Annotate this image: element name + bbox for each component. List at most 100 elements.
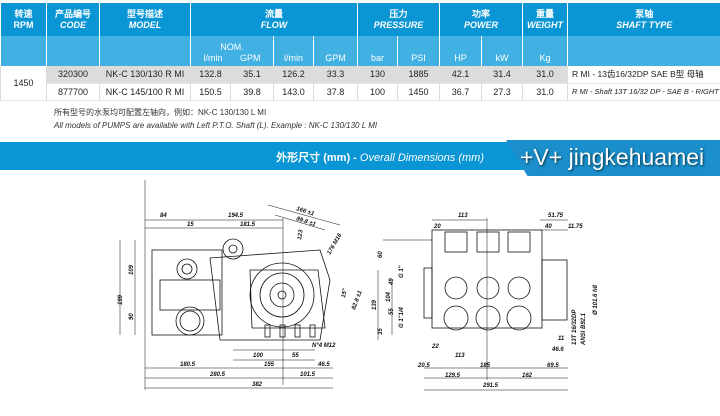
banner-title: 外形尺寸 (mm) - Overall Dimensions (mm) (276, 152, 484, 164)
rpm-value: 1450 (0, 66, 47, 101)
flow-lmin: 143.0 (273, 83, 314, 101)
flow-nom-lmin: 132.8 (190, 66, 231, 84)
svg-text:60: 60 (378, 251, 384, 258)
pressure-bar: 130 (357, 66, 398, 84)
svg-text:84: 84 (160, 213, 167, 219)
svg-text:11: 11 (558, 336, 565, 342)
flow-nom-lmin: 150.5 (190, 83, 231, 101)
unit-hp: HP (439, 36, 482, 66)
svg-text:G 1"1/4: G 1"1/4 (399, 306, 405, 328)
svg-text:ANSI B92.1: ANSI B92.1 (581, 312, 587, 346)
svg-text:104: 104 (386, 291, 392, 302)
flow-lmin: 126.2 (273, 66, 314, 84)
flow-nom-gpm: 35.1 (230, 66, 274, 84)
front-view-dims: 113 20 51.75 40 11.75 60 139 104 49 55 3… (372, 213, 599, 389)
power-hp: 36.7 (439, 83, 482, 101)
power-kw: 31.4 (481, 66, 523, 84)
svg-text:280.5: 280.5 (209, 372, 226, 378)
svg-text:35: 35 (378, 328, 384, 335)
shaft-type-en: R MI - Shaft 13T 16/32 DP - SAE B - RIGH… (567, 83, 720, 101)
svg-text:51.75: 51.75 (548, 213, 564, 219)
note-cn: 所有型号的水泵均可配置左轴向，例如：NK-C 130/130 L MI (54, 108, 267, 117)
dimension-drawings: 84 194.5 15 181.5 166 ±1 89.8 ±1 123 176… (118, 180, 599, 391)
svg-text:15: 15 (187, 222, 194, 228)
svg-text:113: 113 (455, 353, 465, 359)
svg-text:176 M16: 176 M16 (327, 232, 344, 256)
svg-text:15°: 15° (341, 288, 349, 299)
svg-text:162: 162 (522, 373, 533, 379)
note-en: All models of PUMPS are available with L… (54, 121, 378, 130)
svg-text:382: 382 (252, 382, 263, 388)
code: 320300 (46, 66, 100, 84)
pressure-bar: 100 (357, 83, 398, 101)
model: NK-C 145/100 R MI (99, 83, 191, 101)
weight-kg: 31.0 (522, 83, 568, 101)
shaft-type-cn: R MI - 13齿16/32DP SAE B型 母轴 (567, 66, 720, 84)
svg-text:20: 20 (433, 224, 441, 230)
svg-text:40: 40 (544, 224, 552, 230)
pressure-psi: 1450 (396, 83, 440, 101)
svg-text:11.75: 11.75 (568, 224, 583, 230)
svg-text:55: 55 (292, 353, 299, 359)
power-kw: 27.3 (481, 83, 523, 101)
flow-gpm: 33.3 (313, 66, 358, 84)
flow-gpm: 37.8 (313, 83, 358, 101)
svg-text:N°4 M12: N°4 M12 (312, 343, 336, 349)
svg-text:90: 90 (129, 313, 135, 320)
pressure-psi: 1885 (396, 66, 440, 84)
notes: 所有型号的水泵均可配置左轴向，例如：NK-C 130/130 L MI All … (54, 106, 377, 132)
unit-lmin: l/min (273, 36, 314, 66)
svg-text:185: 185 (480, 363, 491, 369)
flow-nom-gpm: 39.8 (230, 83, 274, 101)
svg-text:139: 139 (372, 299, 378, 310)
model: NK-C 130/130 R MI (99, 66, 191, 84)
svg-text:55: 55 (389, 308, 395, 315)
svg-text:Ø 101.6 h8: Ø 101.6 h8 (593, 284, 599, 315)
svg-text:199: 199 (118, 294, 124, 305)
side-view-drawing (119, 180, 341, 390)
svg-text:G 1": G 1" (399, 265, 405, 278)
svg-text:109: 109 (129, 264, 135, 275)
svg-text:69.5: 69.5 (547, 363, 559, 369)
svg-text:194.5: 194.5 (228, 213, 244, 219)
unit-gpm: GPM (313, 36, 358, 66)
unit-kw: kW (481, 36, 523, 66)
svg-text:291.5: 291.5 (482, 383, 499, 389)
svg-text:123: 123 (297, 229, 305, 241)
watermark: +V+ jingkehuamei (506, 140, 720, 176)
svg-text:155: 155 (264, 362, 275, 368)
svg-text:100: 100 (253, 353, 264, 359)
table-row: 877700 NK-C 145/100 R MI 150.5 39.8 143.… (1, 83, 720, 101)
svg-text:101.5: 101.5 (300, 372, 316, 378)
svg-text:181.5: 181.5 (240, 222, 256, 228)
svg-text:113: 113 (458, 213, 468, 219)
front-view-drawing (377, 218, 568, 391)
svg-text:20.5: 20.5 (417, 363, 430, 369)
svg-text:13T 16/32DP: 13T 16/32DP (572, 309, 578, 345)
svg-text:89.8 ±1: 89.8 ±1 (295, 216, 316, 228)
unit-nom: NOM.l/min GPM (190, 36, 274, 66)
svg-text:180.5: 180.5 (180, 362, 196, 368)
svg-text:49: 49 (389, 278, 395, 286)
svg-text:82.8 ±1: 82.8 ±1 (351, 289, 364, 310)
weight-kg: 31.0 (522, 66, 568, 84)
power-hp: 42.1 (439, 66, 482, 84)
svg-text:166 ±1: 166 ±1 (295, 206, 315, 218)
unit-bar: bar (357, 36, 398, 66)
unit-psi: PSI (396, 36, 440, 66)
svg-text:129.5: 129.5 (445, 373, 461, 379)
code: 877700 (46, 83, 100, 101)
table-row: 1450 320300 NK-C 130/130 R MI 132.8 35.1… (0, 66, 720, 101)
svg-text:46.6: 46.6 (551, 347, 564, 353)
unit-kg: Kg (522, 36, 568, 66)
svg-text:46.5: 46.5 (317, 362, 330, 368)
